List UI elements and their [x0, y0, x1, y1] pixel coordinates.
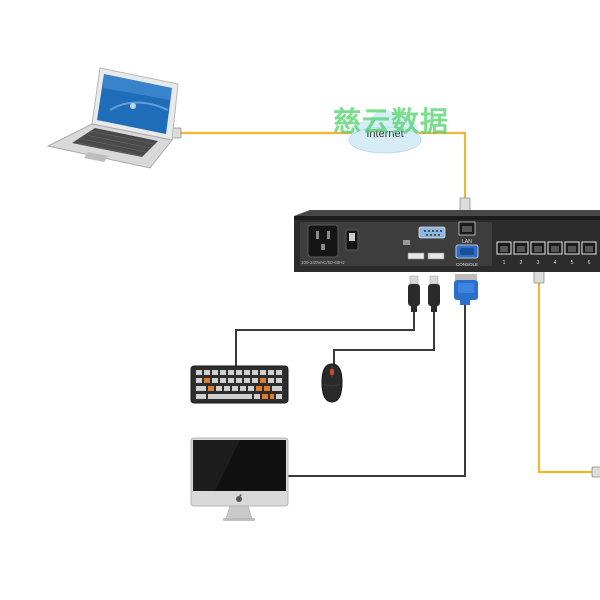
network-port [564, 241, 580, 255]
console-cables [235, 304, 466, 477]
serial-port-icon [418, 226, 446, 239]
network-port [513, 241, 529, 255]
network-ports [496, 241, 597, 255]
vga-monitor-cable [288, 304, 466, 477]
usb-plug-icon [408, 275, 420, 312]
usb-port-icon [427, 252, 445, 260]
laptop-icon [46, 67, 179, 169]
port-number-label: 4 [554, 260, 557, 266]
usb-ports [407, 252, 445, 260]
network-port [496, 241, 512, 255]
lan-label: LAN [462, 239, 472, 245]
port-number-label: 6 [588, 260, 591, 266]
kvm-small-usb-icon [403, 240, 410, 245]
usb-plug-icon [428, 275, 440, 312]
kvm-switch: 100-240VAC/50-60Hz LAN CONSOLE [294, 210, 600, 272]
network-port [547, 241, 563, 255]
keyboard-icon [190, 365, 289, 404]
power-rating-label: 100-240VAC/50-60Hz [301, 260, 345, 265]
network-cables [180, 131, 600, 474]
console-label: CONSOLE [456, 262, 478, 267]
network-port [530, 241, 546, 255]
vga-plug-icon [454, 274, 478, 305]
rj45-connector-server [591, 466, 600, 478]
network-port [581, 241, 597, 255]
port-number-label: 2 [520, 260, 523, 266]
port-number-label: 3 [537, 260, 540, 266]
port-number-label: 1 [503, 260, 506, 266]
keyboard-usb-cable [235, 312, 415, 366]
mouse-usb-cable [333, 312, 435, 366]
power-socket-icon [307, 224, 339, 258]
mouse-icon [321, 363, 343, 403]
imac-monitor-icon [190, 437, 289, 521]
rj45-connectors [169, 127, 600, 478]
vga-port-icon [455, 244, 479, 259]
port-number-labels: 1 2 3 4 5 6 [503, 260, 591, 266]
internet-label: Internet [366, 128, 403, 140]
rj45-connector-lan [459, 197, 471, 212]
lan-port-icon [458, 221, 476, 236]
port-to-server-cable [537, 278, 600, 474]
power-switch-icon [345, 229, 359, 251]
watermark-text: 慈云数据 [333, 105, 449, 138]
internet-to-lan-cable [418, 131, 467, 200]
port-number-label: 5 [571, 260, 574, 266]
apple-logo-icon [236, 494, 242, 502]
usb-port-icon [407, 252, 425, 260]
internet-cloud: Internet [348, 110, 422, 154]
